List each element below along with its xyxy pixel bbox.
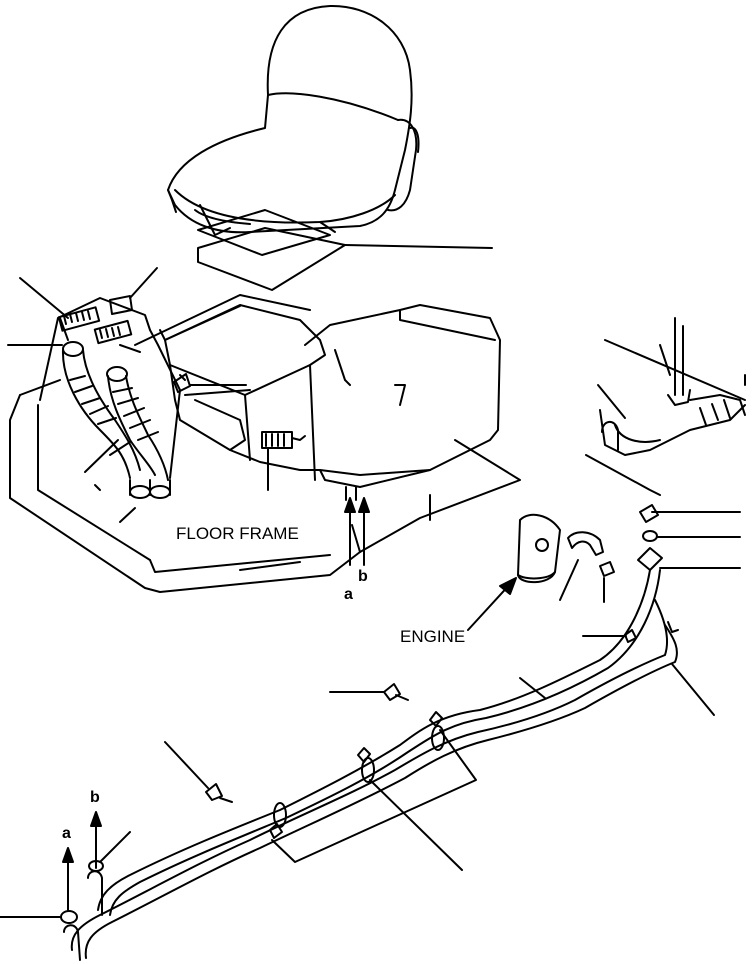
ref-arrows-upper xyxy=(344,486,370,566)
air-ducts xyxy=(61,341,171,499)
heater-hoses xyxy=(63,569,679,961)
cab-console xyxy=(164,304,326,481)
hose-clamps xyxy=(269,629,637,871)
console-box xyxy=(39,295,186,479)
ref-arrows-lower xyxy=(62,811,102,911)
leader-lines-lower xyxy=(0,635,715,918)
leader-lines-top xyxy=(7,267,269,523)
floor-frame-label: FLOOR FRAME xyxy=(176,524,299,543)
engine-label: ENGINE xyxy=(400,627,466,646)
right-cab-box xyxy=(304,304,501,488)
ref-label-b-upper: b xyxy=(358,568,368,585)
connectors xyxy=(57,306,306,449)
hose-fittings xyxy=(559,504,741,603)
engine-outlet xyxy=(467,513,561,631)
ref-label-a-upper: a xyxy=(344,586,353,603)
ref-label-a-lower: a xyxy=(62,825,71,842)
engine-heater-pipe xyxy=(585,317,746,496)
seat-mat xyxy=(197,209,493,291)
ref-label-b-lower: b xyxy=(90,789,100,806)
operator-seat xyxy=(167,4,420,236)
